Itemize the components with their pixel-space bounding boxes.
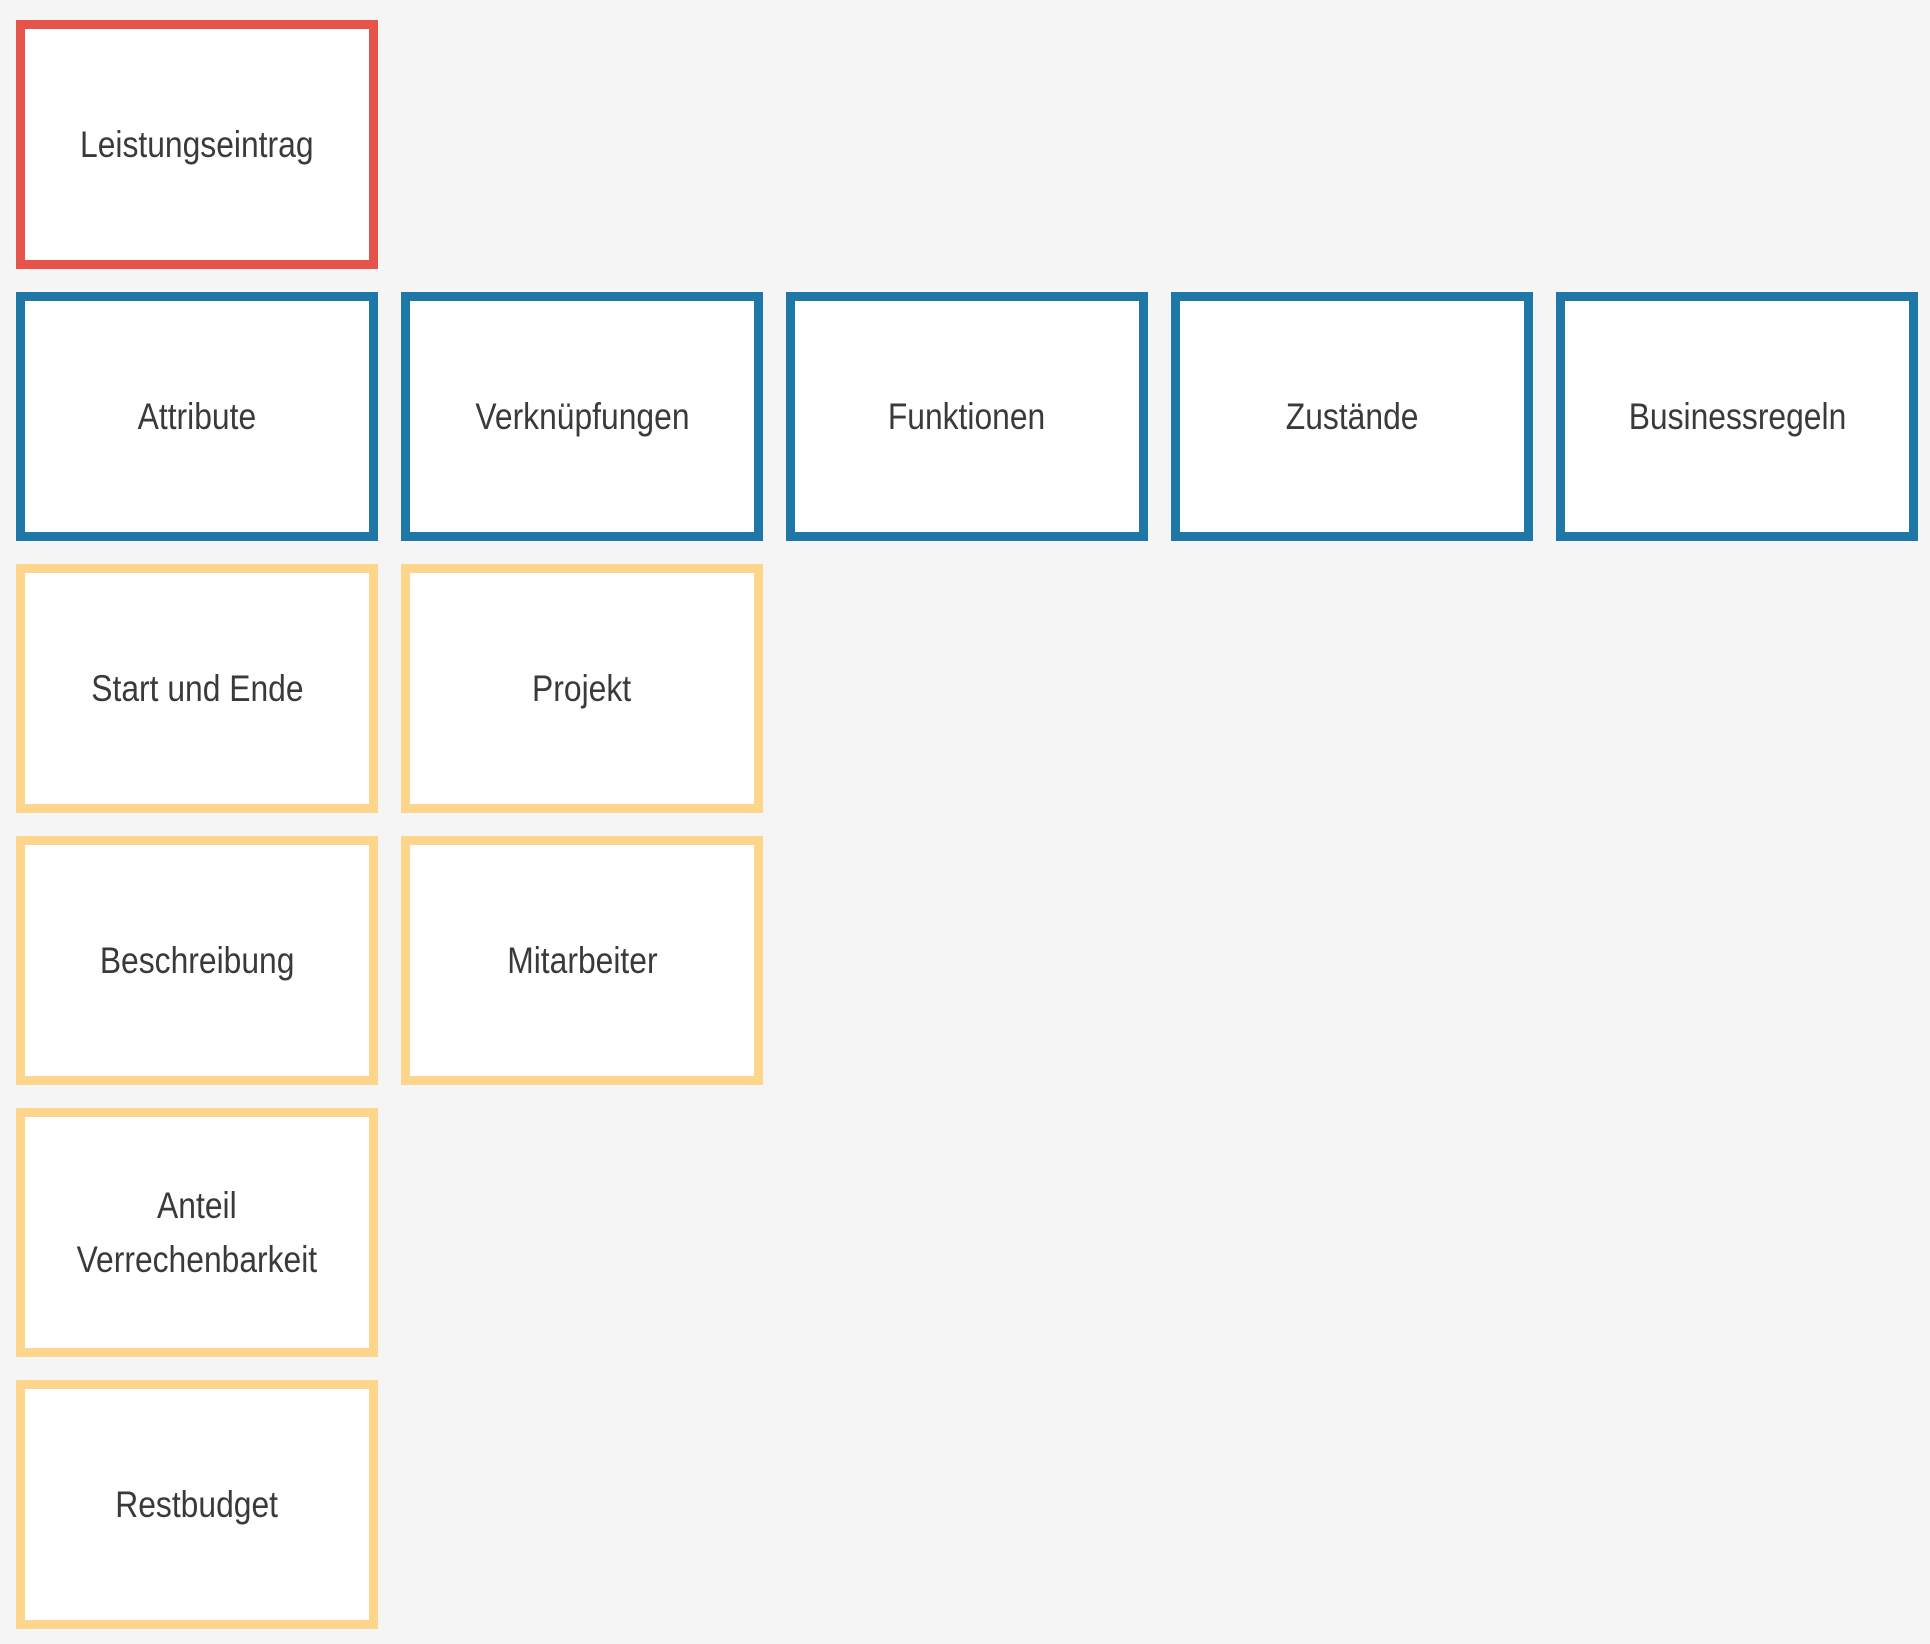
link-card-projekt: Projekt: [401, 564, 763, 813]
category-card-attribute: Attribute: [16, 292, 378, 541]
category-card-zustaende: Zustände: [1171, 292, 1533, 541]
attribute-label: Start und Ende: [90, 667, 304, 709]
attribute-label-line2: Verrechenbarkeit: [76, 1238, 318, 1280]
attribute-card-restbudget: Restbudget: [16, 1380, 378, 1629]
entity-card-leistungseintrag: Leistungseintrag: [16, 20, 378, 269]
attribute-card-start-und-ende: Start und Ende: [16, 564, 378, 813]
category-card-businessregeln: Businessregeln: [1556, 292, 1918, 541]
category-label: Businessregeln: [1628, 395, 1846, 437]
entity-label: Leistungseintrag: [80, 123, 314, 165]
link-card-mitarbeiter: Mitarbeiter: [401, 836, 763, 1085]
attribute-label: Beschreibung: [99, 939, 295, 981]
attribute-card-beschreibung: Beschreibung: [16, 836, 378, 1085]
attribute-label: Restbudget: [115, 1483, 279, 1525]
category-label: Attribute: [137, 395, 257, 437]
category-card-verknuepfungen: Verknüpfungen: [401, 292, 763, 541]
category-label: Verknüpfungen: [474, 395, 690, 437]
attribute-label: Anteil Verrechenbarkeit: [77, 1179, 318, 1287]
link-label: Mitarbeiter: [506, 939, 658, 981]
category-card-funktionen: Funktionen: [786, 292, 1148, 541]
link-label: Projekt: [532, 667, 632, 709]
attribute-label-line1: Anteil: [157, 1184, 237, 1226]
category-label: Funktionen: [888, 395, 1046, 437]
attribute-card-anteil-verrechenbarkeit: Anteil Verrechenbarkeit: [16, 1108, 378, 1357]
category-label: Zustände: [1285, 395, 1419, 437]
